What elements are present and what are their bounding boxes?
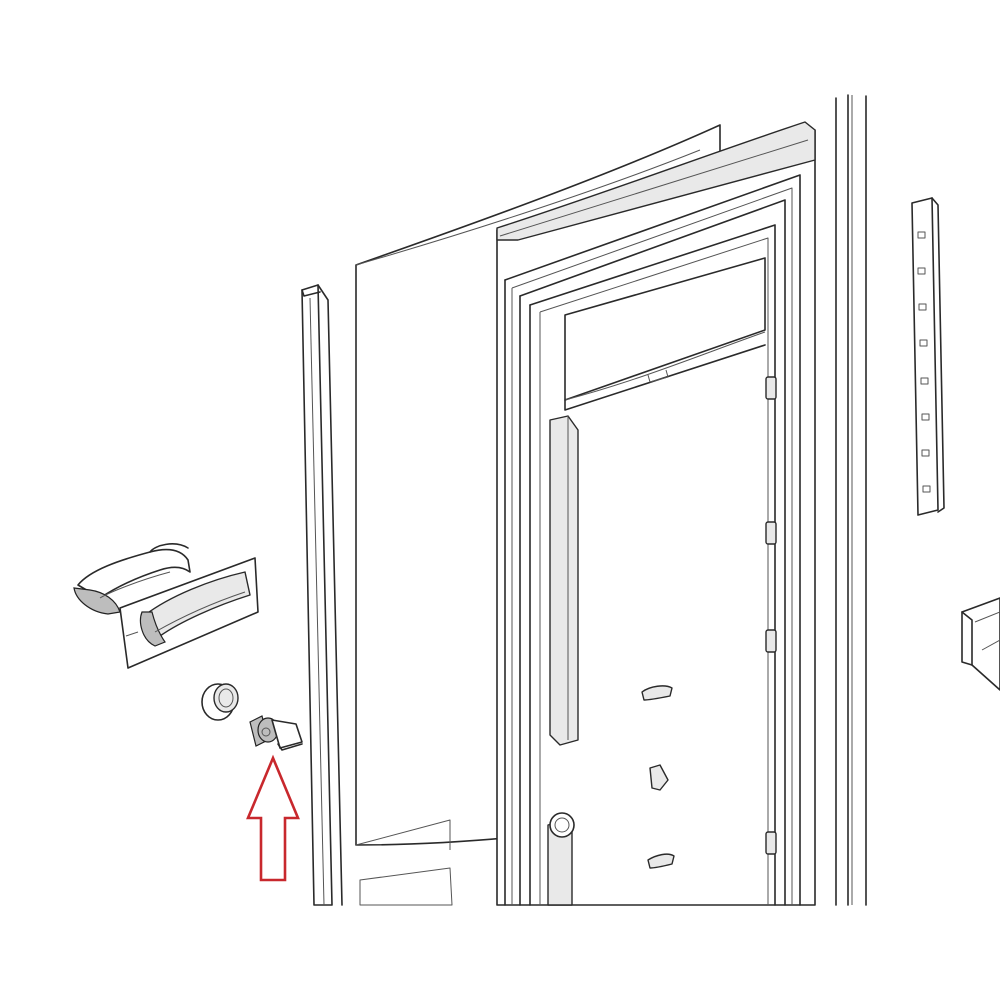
door-handle	[73, 543, 191, 615]
handle-base-plate	[119, 557, 259, 669]
door-inner-liner	[496, 121, 816, 906]
highlight-arrow	[246, 754, 300, 882]
door-side-trim	[301, 284, 343, 906]
round-plug	[201, 683, 239, 721]
cabinet-side-edge	[835, 94, 867, 906]
hinge-cover-strip	[911, 197, 945, 516]
door-switch-part	[249, 715, 303, 751]
bracket-part	[961, 597, 1000, 691]
